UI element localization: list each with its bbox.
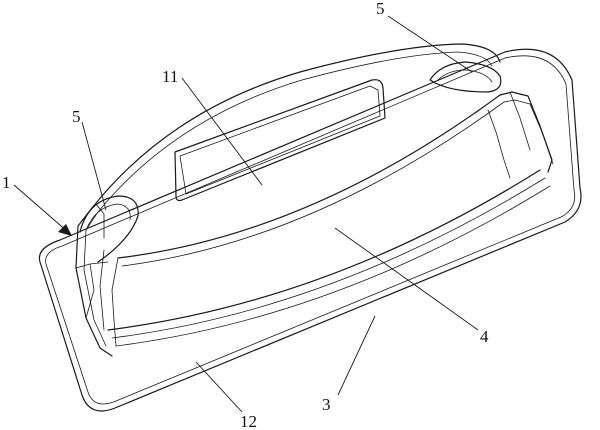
label-11: 11 (162, 67, 178, 86)
leader-11 (181, 77, 263, 186)
base-plate (38, 48, 582, 412)
leader-lines (13, 15, 479, 413)
leader-4 (334, 227, 479, 331)
dome-body (75, 43, 554, 357)
leader-1 (13, 184, 69, 233)
label-4: 4 (480, 327, 489, 346)
label-5-right: 5 (376, 0, 385, 18)
label-12: 12 (240, 412, 257, 430)
leader-5-left (81, 121, 107, 211)
reference-labels: 5 11 5 1 4 3 12 (2, 0, 489, 430)
label-5-left: 5 (72, 107, 81, 126)
leader-5-right (387, 15, 473, 73)
leader-1-arrowhead (58, 224, 72, 236)
top-window (174, 79, 386, 202)
label-3: 3 (322, 395, 331, 414)
left-clip (79, 195, 139, 263)
label-1: 1 (2, 173, 11, 192)
leader-3 (337, 315, 376, 396)
right-clip (429, 61, 502, 93)
leader-12 (195, 361, 243, 413)
